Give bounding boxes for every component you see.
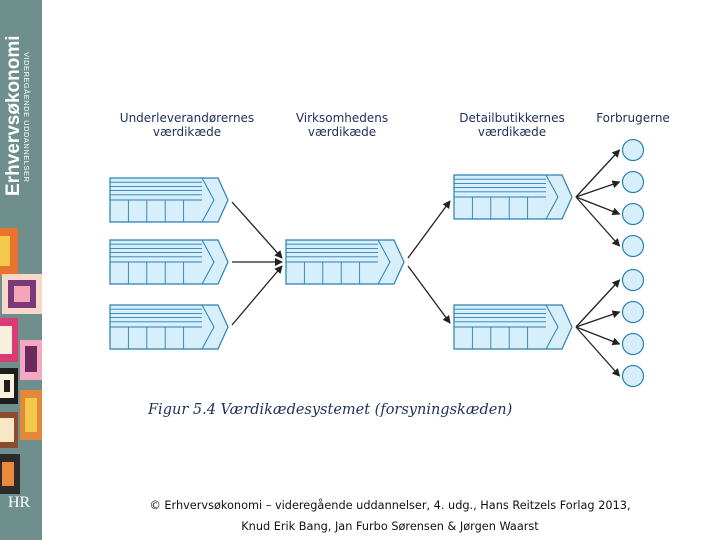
arrow-company-retailer1 (407, 200, 451, 259)
label-consumers: Forbrugerne (588, 111, 678, 125)
book-cover-sidebar: Erhvervsøkonomi VIDEREGÅENDE UDDANNELSER… (0, 0, 42, 540)
arrow-retailer2-consumer3 (575, 326, 621, 346)
arrow-supplier1-company (231, 201, 283, 259)
consumer-circle-2 (621, 170, 645, 194)
arrow-retailer1-consumer3 (575, 196, 621, 216)
diagram-graphics (109, 138, 645, 388)
consumer-circle-1 (621, 138, 645, 162)
retailer-chain-1 (453, 174, 573, 220)
arrow-retailer1-consumer1 (575, 149, 621, 198)
arrow-retailer2-consumer4 (575, 326, 621, 377)
company-chain (285, 239, 405, 285)
arrow-company-retailer2 (407, 265, 451, 324)
consumer-circle-6 (621, 300, 645, 324)
label-retailers: Detailbutikkernes værdikæde (447, 111, 577, 139)
book-subtitle: VIDEREGÅENDE UDDANNELSER (22, 52, 31, 183)
value-chain-diagram: Underleverandørernes værdikæde Virksomhe… (42, 0, 720, 540)
decorative-pattern (0, 222, 42, 494)
supplier-chain-3 (109, 304, 229, 350)
label-suppliers-line1: Underleverandørernes (119, 111, 255, 125)
arrow-retailer1-consumer4 (575, 196, 621, 247)
label-suppliers: Underleverandørernes værdikæde (112, 111, 262, 139)
copyright-footer: © Erhvervsøkonomi – videregående uddanne… (60, 495, 720, 537)
label-retailers-line2: værdikæde (477, 125, 547, 139)
consumer-circle-3 (621, 202, 645, 226)
arrow-retailer2-consumer1 (575, 279, 621, 328)
label-suppliers-line2: værdikæde (152, 125, 222, 139)
arrow-retailer1-consumer2 (575, 180, 621, 198)
arrow-retailer2-consumer2 (575, 310, 621, 328)
arrow-supplier3-company (231, 265, 283, 326)
consumer-circle-8 (621, 364, 645, 388)
consumer-circle-7 (621, 332, 645, 356)
figure-caption: Figur 5.4 Værdikædesystemet (forsyningsk… (148, 402, 513, 418)
retailer-chain-2 (453, 304, 573, 350)
label-company-line2: værdikæde (307, 125, 377, 139)
label-company: Virksomhedens værdikæde (277, 111, 407, 139)
publisher-logo: HR (8, 494, 31, 511)
supplier-chain-1 (109, 177, 229, 223)
consumer-circle-4 (621, 234, 645, 258)
copyright-line1: © Erhvervsøkonomi – videregående uddanne… (149, 499, 631, 512)
label-consumers-line1: Forbrugerne (596, 111, 670, 125)
supplier-chain-2 (109, 239, 229, 285)
label-company-line1: Virksomhedens (295, 111, 389, 125)
copyright-line2: Knud Erik Bang, Jan Furbo Sørensen & Jør… (241, 520, 539, 533)
consumer-circle-5 (621, 268, 645, 292)
label-retailers-line1: Detailbutikkernes (459, 111, 565, 125)
